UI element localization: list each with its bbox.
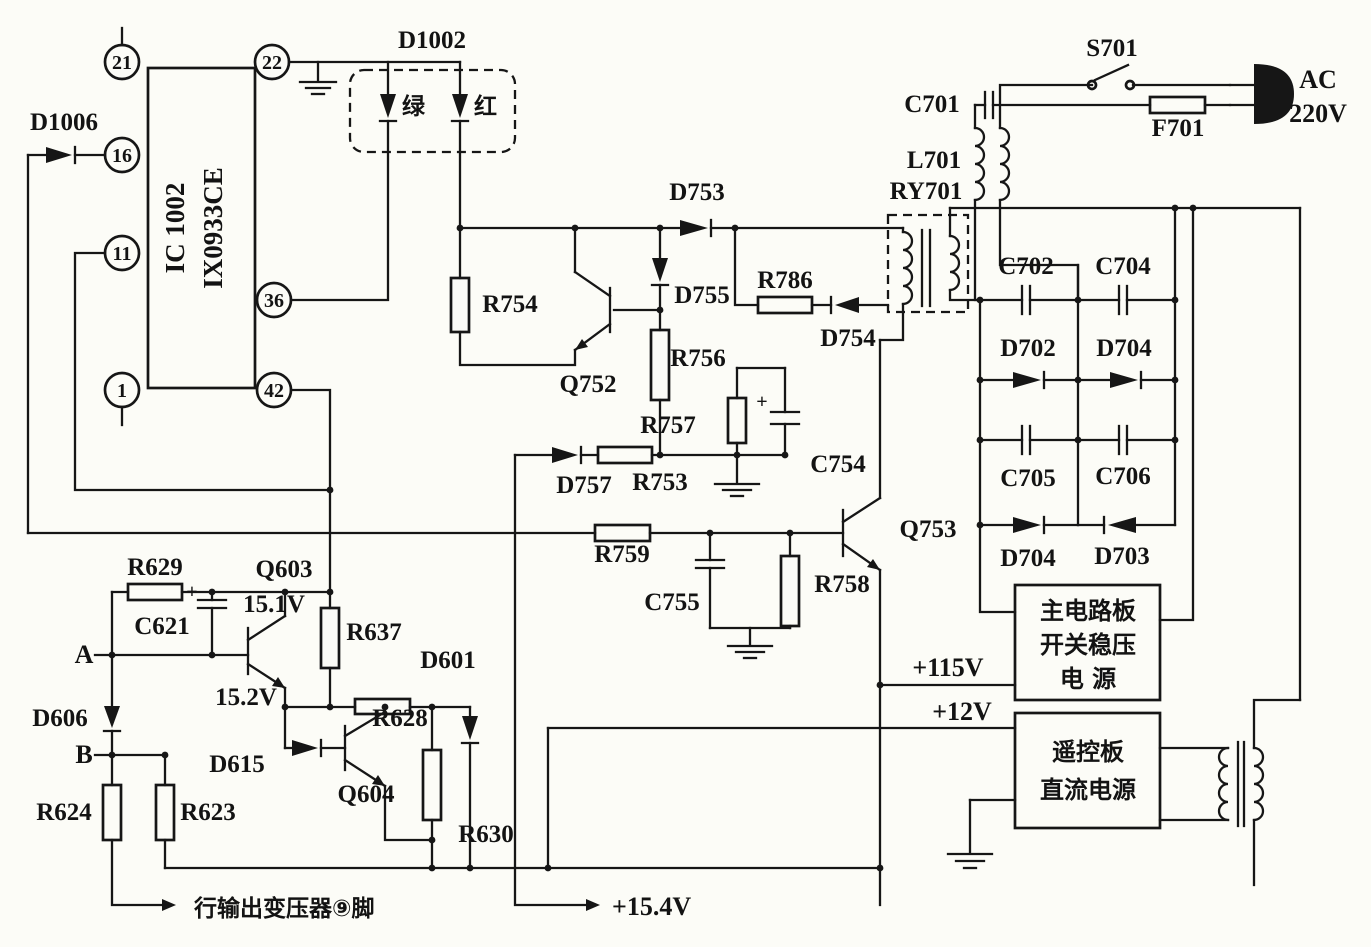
output-transformer-left-winding: [1217, 746, 1230, 822]
ic-part-number: IX0933CE: [198, 167, 228, 289]
switch-blade: [1093, 63, 1130, 82]
d755-label: D755: [674, 282, 730, 309]
d704-upper-label: D704: [1096, 335, 1152, 362]
r624-label: R624: [36, 799, 92, 826]
ac-input: S701 AC 220V C701 F701 L701: [904, 35, 1347, 302]
v151-label: 15.1V: [243, 591, 305, 618]
r756-label: R756: [670, 345, 726, 372]
c755-label: C755: [644, 589, 700, 616]
green-led-label: 绿: [402, 93, 426, 120]
q604-label: Q604: [338, 781, 395, 808]
r754-label: R754: [482, 291, 538, 318]
v152-label: 15.2V: [215, 684, 277, 711]
choke-winding-a: [973, 126, 986, 202]
low-voltage-cluster: R629 + C621 A Q603 15.1V 15.2V R628 R637…: [32, 554, 514, 922]
flyback-note-label: 行输出变压器⑨脚: [193, 895, 374, 922]
pin-22-label: 22: [262, 52, 282, 74]
c754-label: C754: [810, 451, 866, 478]
pin-11-label: 11: [113, 243, 132, 265]
r786-label: R786: [757, 267, 813, 294]
feedback-cluster: D757 R757 R753 + C754 +15.4V: [513, 366, 866, 921]
ry701-primary-winding: [901, 230, 914, 306]
output-modules: 主电路板 开关稳压 电 源 遥控板 直流电源 +115V +12V: [163, 583, 1302, 887]
diode-d1006: D1006: [26, 109, 107, 535]
d754-label: D754: [820, 325, 876, 352]
d615-label: D615: [209, 751, 265, 778]
main-board-line1: 主电路板: [1040, 597, 1137, 625]
c701-label: C701: [904, 91, 960, 118]
d702-label: D702: [1000, 335, 1056, 362]
f701-label: F701: [1152, 115, 1205, 142]
ac-label: AC: [1299, 65, 1337, 94]
q752-label: Q752: [560, 371, 617, 398]
ic-name: IC 1002: [160, 183, 190, 274]
r623-label: R623: [180, 799, 236, 826]
rail-15v4-label: +15.4V: [612, 892, 691, 921]
junction-dots: [108, 204, 1197, 872]
node-a-label: A: [75, 640, 94, 669]
ac-voltage-label: 220V: [1289, 99, 1347, 128]
r629-label: R629: [127, 554, 183, 581]
pin-1-label: 1: [117, 380, 127, 402]
q753-label: Q753: [900, 516, 957, 543]
pin-21-label: 21: [112, 52, 132, 74]
c706-label: C706: [1095, 463, 1151, 490]
d1002-label: D1002: [398, 27, 466, 54]
pin-42-label: 42: [264, 380, 284, 402]
c621-label: C621: [134, 613, 190, 640]
d704-lower-label: D704: [1000, 545, 1056, 572]
remote-board-line1: 遥控板: [1052, 738, 1125, 766]
ac-plug-icon: [1254, 64, 1294, 124]
r628-label: R628: [372, 705, 428, 732]
output-transformer-right-winding: [1252, 746, 1265, 822]
ry701-label: RY701: [890, 178, 963, 205]
main-board-line3: 电 源: [1060, 665, 1116, 693]
r757-label: R757: [640, 412, 696, 439]
d757-label: D757: [556, 472, 612, 499]
d753-feed-line: D753: [458, 179, 1302, 702]
q753-cluster: R759 C755 R758 Q753: [26, 338, 957, 907]
pin-16-label: 16: [112, 145, 132, 167]
r759-label: R759: [594, 541, 650, 568]
rectifier-grid: C702 C704 D702 D704 C705 C706 D704 D703: [978, 206, 1177, 614]
d601-label: D601: [420, 647, 476, 674]
d606-label: D606: [32, 705, 88, 732]
d703-label: D703: [1094, 543, 1150, 570]
r753-label: R753: [632, 469, 688, 496]
rail-12v-label: +12V: [932, 697, 992, 726]
d753-label: D753: [669, 179, 725, 206]
main-board-line2: 开关稳压: [1040, 631, 1136, 659]
node-b-label: B: [75, 740, 92, 769]
d1006-label: D1006: [30, 109, 98, 136]
transformer-ry701: RY701: [878, 178, 1302, 342]
l701-label: L701: [907, 147, 961, 174]
rail-115v-label: +115V: [912, 653, 983, 682]
c705-label: C705: [1000, 465, 1056, 492]
s701-label: S701: [1086, 35, 1137, 62]
c704-label: C704: [1095, 253, 1151, 280]
q603-label: Q603: [256, 556, 313, 583]
choke-winding-b: [998, 126, 1011, 202]
c621-polarity-icon: +: [186, 581, 197, 603]
r758-label: R758: [814, 571, 870, 598]
r630-label: R630: [458, 821, 514, 848]
c702-label: C702: [998, 253, 1054, 280]
r637-label: R637: [346, 619, 402, 646]
remote-board-line2: 直流电源: [1040, 776, 1136, 804]
ic-block: IC 1002 IX0933CE: [146, 66, 257, 390]
led-indicator-d1002: D1002 绿 红: [289, 27, 517, 302]
remote-board-box: [1013, 711, 1162, 830]
ry701-secondary-winding: [948, 234, 961, 292]
main-board-box: [1013, 583, 1162, 702]
red-led-label: 红: [474, 93, 497, 120]
pin-36-label: 36: [264, 290, 284, 312]
c754-polarity-icon: +: [756, 391, 767, 413]
